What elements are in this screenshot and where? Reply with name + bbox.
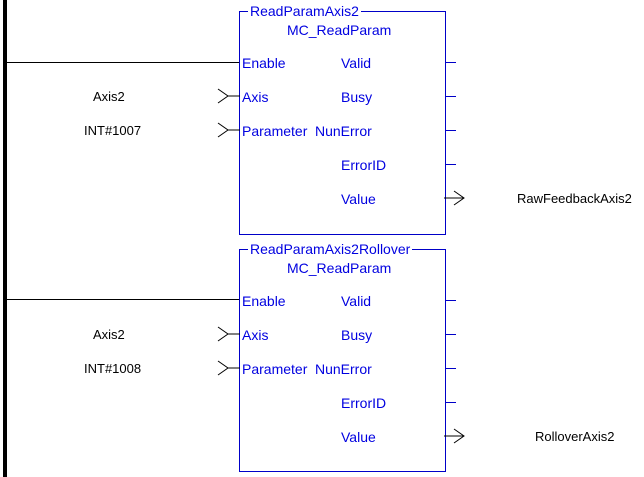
- block-2-input-enable[interactable]: Enable: [242, 293, 286, 309]
- block-1-output-busy[interactable]: Busy: [341, 89, 373, 105]
- block-2-output-error[interactable]: NunError: [315, 361, 372, 377]
- block-2-parameter-arrow-icon: [217, 360, 240, 376]
- block-2-type-name: MC_ReadParam: [287, 260, 392, 276]
- block-2-output-busy[interactable]: Busy: [341, 327, 373, 343]
- block-1-value-variable[interactable]: RawFeedbackAxis2: [517, 191, 632, 206]
- block-1-output-error[interactable]: NunError: [315, 123, 372, 139]
- block-1-input-enable[interactable]: Enable: [242, 55, 286, 71]
- block-1-input-parameter[interactable]: Parameter: [242, 123, 308, 139]
- block-2-instance-name[interactable]: ReadParamAxis2Rollover: [248, 241, 413, 257]
- block-1-axis-arrow-icon: [217, 88, 240, 104]
- block-2-enable-wire[interactable]: [7, 299, 239, 300]
- block-2-valid-pin[interactable]: [446, 300, 456, 301]
- block-1-instance-name[interactable]: ReadParamAxis2: [248, 3, 361, 19]
- block-2-output-valid[interactable]: Valid: [341, 293, 372, 309]
- block-2-axis-variable[interactable]: Axis2: [93, 327, 125, 342]
- block-1-output-value[interactable]: Value: [341, 191, 376, 207]
- block-2-parameter-variable[interactable]: INT#1008: [84, 361, 142, 376]
- left-power-rail: [3, 0, 7, 477]
- block-1-output-errorid[interactable]: ErrorID: [341, 157, 387, 173]
- block-2-value-variable[interactable]: RolloverAxis2: [535, 429, 615, 444]
- block-2-axis-arrow-icon: [217, 326, 240, 342]
- block-2-frame[interactable]: [239, 249, 446, 472]
- block-1-enable-wire[interactable]: [7, 62, 239, 63]
- block-1-error-pin[interactable]: [446, 130, 456, 131]
- block-2-output-value[interactable]: Value: [341, 429, 376, 445]
- block-1-errorid-pin[interactable]: [446, 164, 456, 165]
- block-2-errorid-pin[interactable]: [446, 402, 456, 403]
- block-1-frame[interactable]: [239, 11, 446, 235]
- block-1-parameter-variable[interactable]: INT#1007: [84, 123, 142, 138]
- block-1-type-name: MC_ReadParam: [287, 22, 392, 38]
- block-2-error-pin[interactable]: [446, 368, 456, 369]
- block-1-value-arrow-icon: [444, 190, 465, 206]
- block-1-valid-pin[interactable]: [446, 62, 456, 63]
- block-2-output-errorid[interactable]: ErrorID: [341, 395, 387, 411]
- block-1-axis-variable[interactable]: Axis2: [93, 89, 125, 104]
- block-1-busy-pin[interactable]: [446, 96, 456, 97]
- block-1-parameter-arrow-icon: [217, 122, 240, 138]
- block-1-output-valid[interactable]: Valid: [341, 55, 372, 71]
- block-2-busy-pin[interactable]: [446, 334, 456, 335]
- block-1-input-axis[interactable]: Axis: [242, 89, 269, 105]
- block-2-input-axis[interactable]: Axis: [242, 327, 269, 343]
- block-2-value-arrow-icon: [444, 428, 465, 444]
- block-2-input-parameter[interactable]: Parameter: [242, 361, 308, 377]
